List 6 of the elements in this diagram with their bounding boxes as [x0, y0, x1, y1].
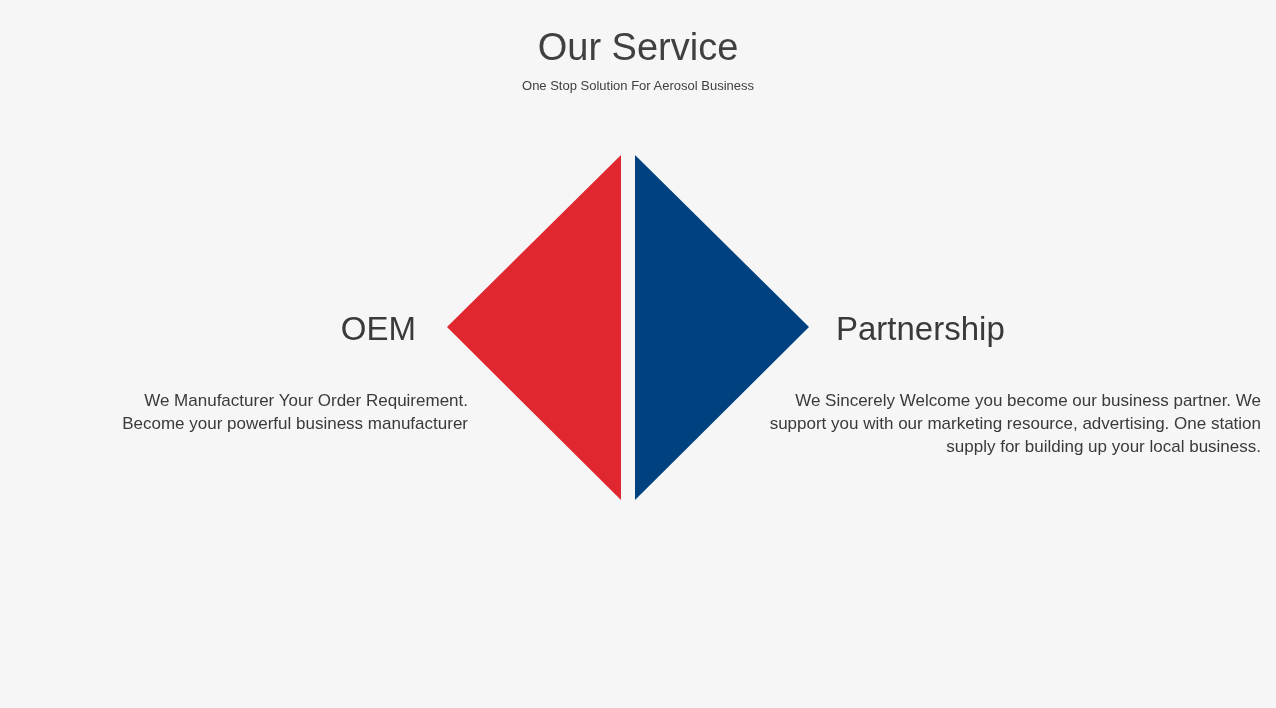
- subtitle: One Stop Solution For Aerosol Business: [521, 78, 755, 93]
- service-heading: Partnership: [836, 310, 1005, 348]
- service-description: We Sincerely Welcome you become our business partner. We support you with our marketing resource, advertising. One station supply for building up your local business.: [768, 390, 1261, 458]
- service-description: We Manufacturer Your Order Requirement. Become your powerful business manufacturer: [121, 390, 468, 435]
- service-heading: OEM: [340, 310, 416, 348]
- title: Our Service: [536, 26, 740, 69]
